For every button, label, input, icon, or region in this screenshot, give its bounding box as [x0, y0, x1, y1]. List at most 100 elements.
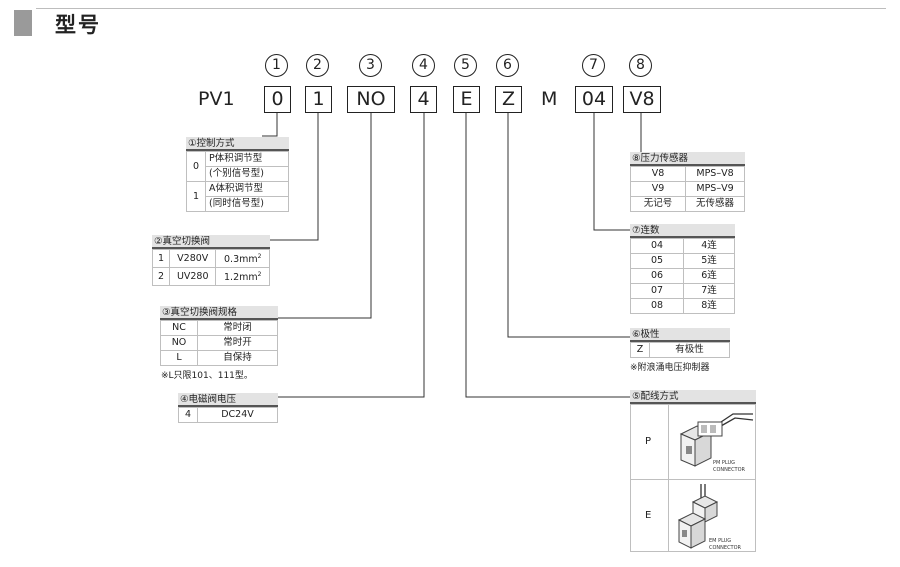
table-row: 无记号无传感器: [630, 196, 745, 212]
p-icon-text-2: CONNECTOR: [713, 467, 746, 473]
table-row: 1 A体积调节型: [186, 181, 289, 212]
t1-header: ①控制方式: [186, 137, 289, 151]
t3-code: NC: [160, 320, 198, 336]
code-box-7: 04: [575, 86, 613, 113]
t1-desc: (个别信号型): [205, 166, 289, 182]
position-number-7: 7: [582, 54, 605, 77]
t7-code: 06: [630, 268, 684, 284]
t4-code: 4: [178, 407, 198, 423]
t8-desc: MPS–V8: [685, 166, 745, 182]
t6-note: ※附浪涌电压抑制器: [630, 363, 710, 373]
t3-header: ③真空切换阀规格: [160, 306, 278, 320]
t5-table: P E PM PLUG CONNECTOR EM PLUG CONNECTOR: [630, 404, 756, 552]
t7-code: 04: [630, 238, 684, 254]
table-row: 1 V280V 0.3mm2: [152, 248, 270, 269]
t2-area-value: 0.3mm: [224, 254, 258, 266]
position-number-6: 6: [496, 54, 519, 77]
t3-desc: 常时开: [197, 335, 278, 351]
t6-header: ⑥极性: [630, 328, 730, 342]
t3-code: NO: [160, 335, 198, 351]
t7-header: ⑦连数: [630, 224, 735, 238]
t7-desc: 6连: [683, 268, 735, 284]
t5-divider-v: [668, 405, 669, 551]
position-number-5: 5: [454, 54, 477, 77]
t5-divider-h: [631, 479, 755, 480]
t1-code: 1: [186, 181, 206, 212]
t7-desc: 5连: [683, 253, 735, 269]
t5-code-e: E: [645, 510, 652, 521]
t7-code: 08: [630, 298, 684, 314]
t2-model: UV280: [168, 267, 217, 287]
t6-code: Z: [630, 342, 650, 358]
e-icon-text-2: CONNECTOR: [709, 545, 742, 551]
t3-code: L: [160, 350, 198, 366]
plug-connector-e-icon: EM PLUG CONNECTOR: [677, 484, 742, 551]
table-row: 0 P体积调节型: [186, 151, 289, 182]
t7-desc: 7连: [683, 283, 735, 299]
t2-header: ②真空切换阀: [152, 235, 270, 249]
t3-desc: 常时闭: [197, 320, 278, 336]
t2-table: 1 V280V 0.3mm2 2 UV280 1.2mm2: [152, 248, 270, 287]
section-marker: [14, 10, 32, 36]
t6-desc: 有极性: [649, 342, 730, 358]
t2-code: 1: [152, 248, 170, 269]
t3-note: ※L只限101、111型。: [161, 371, 253, 381]
t2-area-sup: 2: [257, 271, 262, 279]
t8-header: ⑧压力传感器: [630, 152, 745, 166]
t1-desc: (同时信号型): [205, 196, 289, 212]
t5-header: ⑤配线方式: [630, 390, 756, 404]
position-number-8: 8: [629, 54, 652, 77]
plug-connector-p-icon: PM PLUG CONNECTOR: [679, 413, 754, 473]
t7-code: 05: [630, 253, 684, 269]
code-box-3: NO: [347, 86, 395, 113]
t8-code: V8: [630, 166, 686, 182]
t5-code-p: P: [645, 436, 652, 447]
table-row: (同时信号型): [187, 196, 289, 212]
code-box-4: 4: [410, 86, 437, 113]
p-icon-text-1: PM PLUG: [713, 460, 735, 466]
t2-area: 1.2mm2: [215, 267, 270, 287]
t8-code: V9: [630, 181, 686, 197]
t7-code: 07: [630, 283, 684, 299]
code-fixed-m: M: [541, 88, 558, 110]
t4-header: ④电磁阀电压: [178, 393, 278, 407]
t1-desc: P体积调节型: [205, 151, 289, 167]
t4-desc: DC24V: [197, 407, 278, 423]
t3-desc: 自保持: [197, 350, 278, 366]
t8-code: 无记号: [630, 196, 686, 212]
position-number-2: 2: [306, 54, 329, 77]
t7-desc: 8连: [683, 298, 735, 314]
code-box-5: E: [453, 86, 480, 113]
code-box-6: Z: [495, 86, 522, 113]
t2-area: 0.3mm2: [215, 248, 270, 269]
t8-desc: MPS–V9: [685, 181, 745, 197]
t1-table: 0 P体积调节型 (个别信号型) 1 A体积调节型 (同时信号型): [186, 151, 289, 212]
code-prefix: PV1: [198, 88, 235, 110]
t2-code: 2: [152, 267, 170, 287]
t7-desc: 4连: [683, 238, 735, 254]
t1-desc: A体积调节型: [205, 181, 289, 197]
t8-desc: 无传感器: [685, 196, 745, 212]
t2-model: V280V: [168, 248, 217, 269]
code-box-1: 0: [264, 86, 291, 113]
code-box-2: 1: [305, 86, 332, 113]
table-row: 2 UV280 1.2mm2: [152, 267, 270, 287]
page-title: 型号: [55, 13, 101, 37]
t2-area-value: 1.2mm: [224, 272, 258, 284]
position-number-4: 4: [412, 54, 435, 77]
